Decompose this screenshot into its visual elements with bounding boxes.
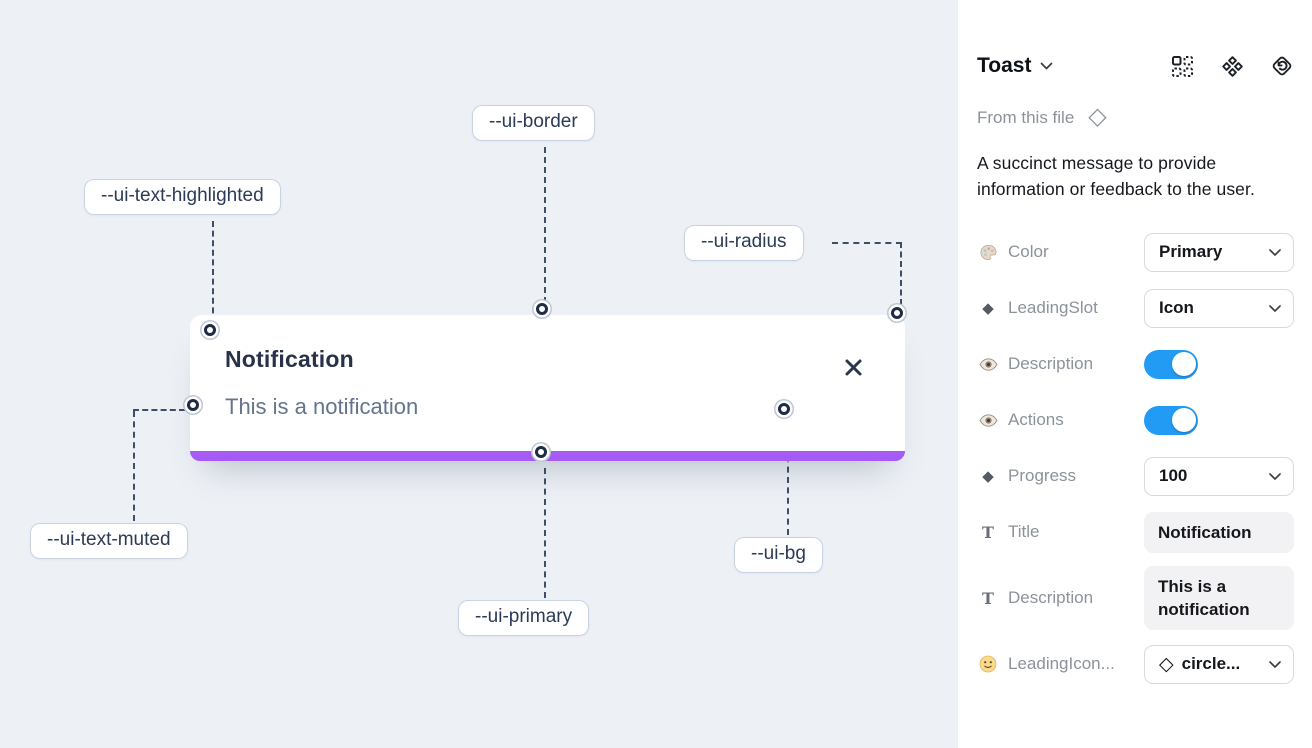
connector-ui-bg <box>787 425 789 535</box>
annotation-ui-text-muted: --ui-text-muted <box>30 523 188 559</box>
prop-label-actions: Actions <box>1008 410 1064 429</box>
prop-row-description-toggle: Description <box>977 336 1294 392</box>
diamond-outline-icon: ◇ <box>1159 653 1174 675</box>
prop-label-leadingslot: LeadingSlot <box>1008 298 1098 317</box>
progress-dropdown[interactable]: 100 <box>1144 456 1294 496</box>
connector-ui-border <box>544 147 546 303</box>
connector-ui-text-highlighted <box>212 221 214 323</box>
smiley-icon <box>977 655 999 673</box>
leadingslot-dropdown[interactable]: Icon <box>1144 288 1294 328</box>
prop-row-color: Color Primary <box>977 224 1294 280</box>
chevron-down-icon <box>1269 660 1281 668</box>
panel-title: Toast <box>977 54 1032 77</box>
prop-label-color: Color <box>1008 242 1049 261</box>
text-icon: T <box>982 522 994 542</box>
design-canvas: Notification This is a notification --ui… <box>0 0 958 748</box>
description-field[interactable]: This is a notification <box>1144 566 1294 630</box>
prop-row-actions-toggle: Actions <box>977 392 1294 448</box>
description-toggle[interactable] <box>1144 349 1198 379</box>
palette-icon <box>977 243 999 262</box>
prop-row-description-field: T Description This is a notification <box>977 560 1294 636</box>
eye-icon <box>977 357 999 371</box>
annotation-ui-primary: --ui-primary <box>458 600 590 636</box>
annotation-ui-text-highlighted: --ui-text-highlighted <box>84 179 281 215</box>
connector-ui-radius-horizontal <box>832 242 902 244</box>
connector-ui-text-muted-vertical <box>133 411 135 521</box>
marker-ui-radius <box>891 307 903 319</box>
prop-row-progress: ◆ Progress 100 <box>977 448 1294 504</box>
diamond-icon: ◆ <box>982 300 994 317</box>
instance-grid-icon[interactable] <box>1170 54 1194 78</box>
source-label: From this file <box>977 108 1075 127</box>
properties-panel: Toast <box>958 0 1312 748</box>
component-selector[interactable]: Toast <box>977 54 1053 78</box>
connector-ui-text-muted-horizontal <box>133 409 185 411</box>
file-diamond-icon: ◇ <box>1088 103 1107 130</box>
connector-ui-primary <box>544 468 546 598</box>
prop-label-title: Title <box>1008 522 1040 541</box>
marker-ui-primary <box>535 446 547 458</box>
toast-description: This is a notification <box>225 394 419 419</box>
chevron-down-icon <box>1269 472 1281 480</box>
prop-label-leadingicon: LeadingIcon... <box>1008 654 1115 673</box>
prop-row-title: T Title Notification <box>977 504 1294 560</box>
marker-ui-text-muted <box>187 399 199 411</box>
annotation-ui-bg: --ui-bg <box>734 537 823 573</box>
marker-ui-bg <box>778 403 790 415</box>
connector-ui-radius-vertical <box>900 242 902 305</box>
prop-label-progress: Progress <box>1008 466 1077 485</box>
chevron-down-icon <box>1269 304 1281 312</box>
property-list: Color Primary ◆ LeadingSlot Icon <box>977 224 1294 692</box>
toast-progress-bar <box>190 451 905 461</box>
prop-label-description: Description <box>1008 354 1094 373</box>
toast-title: Notification <box>225 346 354 372</box>
diamond-icon: ◆ <box>982 468 994 485</box>
component-icon[interactable] <box>1220 54 1244 78</box>
annotation-ui-radius: --ui-radius <box>684 225 804 261</box>
text-icon: T <box>982 588 994 608</box>
marker-ui-text-highlighted <box>204 324 216 336</box>
leadingicon-dropdown[interactable]: ◇ circle... <box>1144 644 1294 684</box>
color-dropdown[interactable]: Primary <box>1144 232 1294 272</box>
prop-row-leadingicon: LeadingIcon... ◇ circle... <box>977 636 1294 692</box>
toast-component: Notification This is a notification <box>190 315 905 461</box>
chevron-down-icon <box>1041 62 1053 70</box>
marker-ui-border <box>536 303 548 315</box>
prop-row-leadingslot: ◆ LeadingSlot Icon <box>977 280 1294 336</box>
close-icon[interactable] <box>841 355 865 379</box>
chevron-down-icon <box>1269 248 1281 256</box>
eye-icon <box>977 413 999 427</box>
component-description: A succinct message to provide informatio… <box>977 153 1255 199</box>
annotation-ui-border: --ui-border <box>472 105 595 141</box>
reset-diamond-icon[interactable] <box>1270 54 1294 78</box>
title-field[interactable]: Notification <box>1144 511 1294 553</box>
prop-label-description-field: Description <box>1008 588 1094 607</box>
panel-header: Toast <box>977 54 1294 78</box>
source-row: From this file ◇ <box>977 103 1294 130</box>
actions-toggle[interactable] <box>1144 405 1198 435</box>
